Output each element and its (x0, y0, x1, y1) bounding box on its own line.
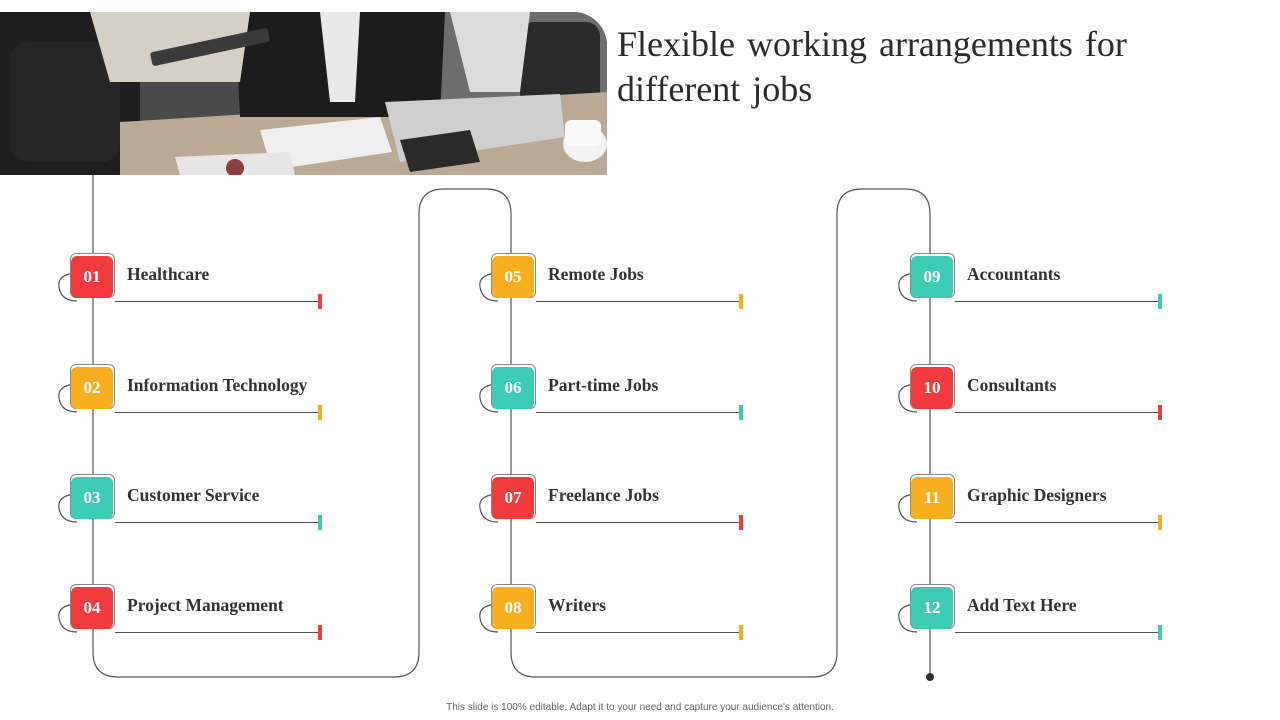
page-title: Flexible working arrangements for differ… (617, 24, 1127, 109)
list-item: 05 Remote Jobs (491, 253, 761, 313)
accent-tick (739, 405, 743, 420)
item-hook (58, 493, 78, 523)
item-label: Customer Service (127, 485, 260, 505)
item-hook (479, 383, 499, 413)
list-item: 09 Accountants (910, 253, 1180, 313)
list-item: 02 Information Technology (70, 364, 340, 424)
item-hook (898, 383, 918, 413)
accent-tick (739, 515, 743, 530)
accent-tick (1158, 515, 1162, 530)
item-underline (536, 522, 741, 523)
accent-tick (318, 405, 322, 420)
item-underline (115, 412, 320, 413)
item-underline (955, 301, 1160, 302)
accent-tick (1158, 405, 1162, 420)
list-item: 10 Consultants (910, 364, 1180, 424)
footer-note: This slide is 100% editable. Adapt it to… (446, 702, 834, 713)
list-item: 11 Graphic Designers (910, 474, 1180, 534)
number-badge: 12 (911, 587, 953, 629)
item-label: Part-time Jobs (548, 375, 659, 395)
item-hook (58, 272, 78, 302)
accent-tick (318, 294, 322, 309)
item-label: Add Text Here (967, 595, 1077, 615)
item-underline (115, 301, 320, 302)
list-item: 04 Project Management (70, 584, 340, 644)
accent-tick (318, 625, 322, 640)
number-badge: 06 (492, 367, 534, 409)
item-hook (898, 603, 918, 633)
item-label: Project Management (127, 595, 284, 615)
accent-tick (318, 515, 322, 530)
number-badge: 04 (71, 587, 113, 629)
item-underline (955, 632, 1160, 633)
path-end-dot (926, 673, 934, 681)
item-underline (115, 522, 320, 523)
office-meeting-photo (0, 12, 607, 175)
item-hook (58, 603, 78, 633)
list-item: 08 Writers (491, 584, 761, 644)
item-label: Remote Jobs (548, 264, 644, 284)
item-hook (898, 272, 918, 302)
item-underline (955, 412, 1160, 413)
item-label: Healthcare (127, 264, 210, 284)
accent-tick (739, 294, 743, 309)
item-underline (955, 522, 1160, 523)
number-badge: 08 (492, 587, 534, 629)
item-hook (479, 603, 499, 633)
number-badge: 10 (911, 367, 953, 409)
number-badge: 07 (492, 477, 534, 519)
item-underline (536, 632, 741, 633)
accent-tick (1158, 294, 1162, 309)
item-label: Freelance Jobs (548, 485, 659, 505)
item-label: Information Technology (127, 375, 308, 395)
list-item: 01 Healthcare (70, 253, 340, 313)
accent-tick (1158, 625, 1162, 640)
list-item: 06 Part-time Jobs (491, 364, 761, 424)
item-label: Accountants (967, 264, 1061, 284)
list-item: 07 Freelance Jobs (491, 474, 761, 534)
item-label: Consultants (967, 375, 1057, 395)
photo-illustration (0, 12, 607, 175)
list-item: 12 Add Text Here (910, 584, 1180, 644)
item-underline (536, 412, 741, 413)
item-label: Graphic Designers (967, 485, 1107, 505)
number-badge: 05 (492, 256, 534, 298)
list-item: 03 Customer Service (70, 474, 340, 534)
number-badge: 02 (71, 367, 113, 409)
item-hook (898, 493, 918, 523)
number-badge: 09 (911, 256, 953, 298)
accent-tick (739, 625, 743, 640)
item-hook (479, 493, 499, 523)
item-underline (115, 632, 320, 633)
item-hook (479, 272, 499, 302)
number-badge: 03 (71, 477, 113, 519)
number-badge: 01 (71, 256, 113, 298)
number-badge: 11 (911, 477, 953, 519)
item-label: Writers (548, 595, 606, 615)
item-hook (58, 383, 78, 413)
item-underline (536, 301, 741, 302)
